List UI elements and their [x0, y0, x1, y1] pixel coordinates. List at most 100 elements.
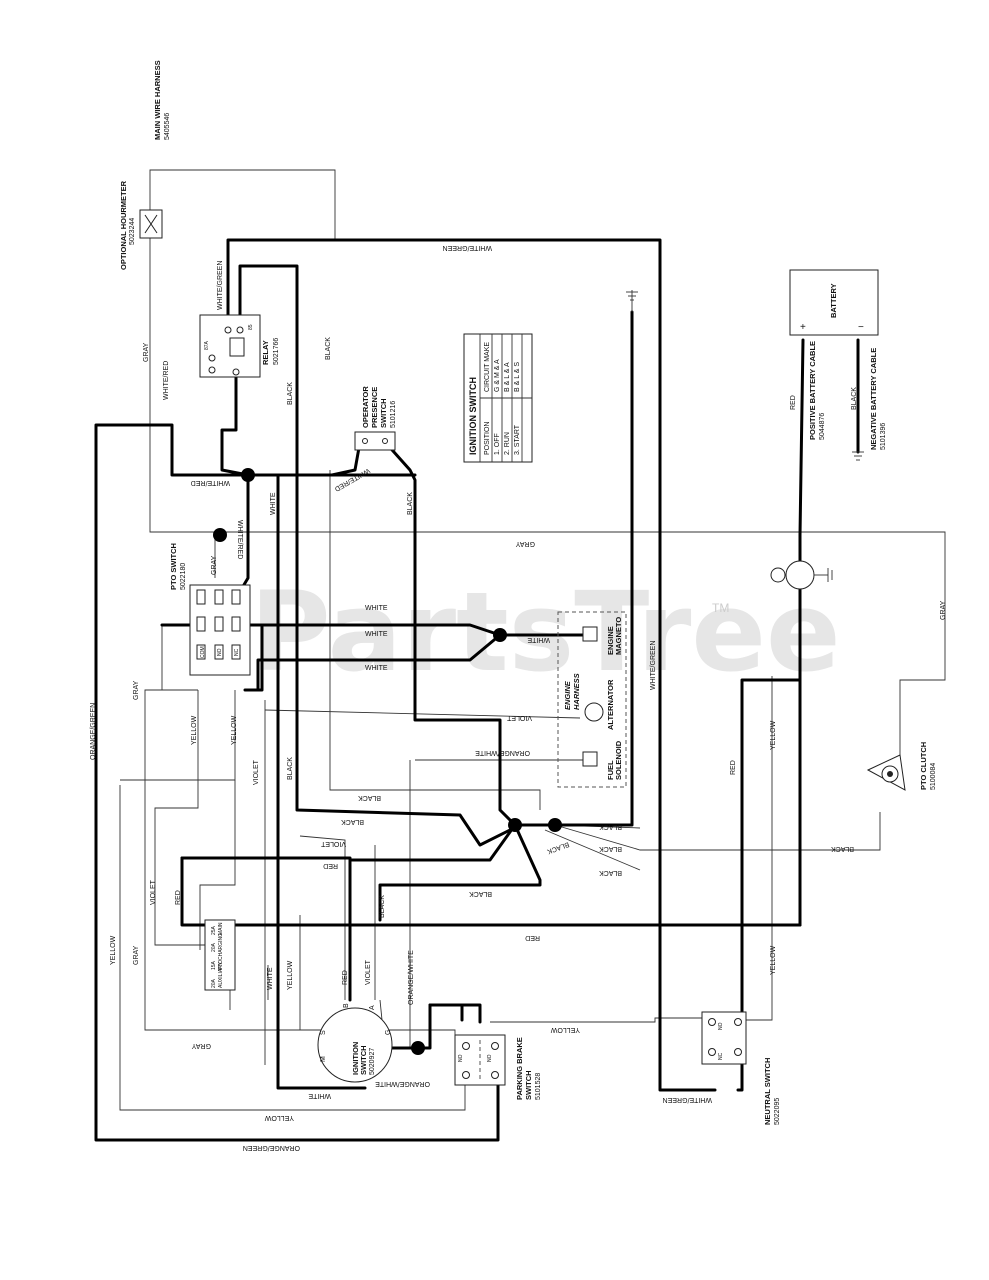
svg-text:BLACK: BLACK: [599, 845, 622, 852]
svg-text:NC: NC: [234, 648, 240, 656]
svg-text:B & L & S: B & L & S: [514, 362, 521, 392]
svg-text:YELLOW: YELLOW: [110, 935, 117, 965]
svg-text:VIOLET: VIOLET: [506, 714, 532, 721]
svg-text:YELLOW: YELLOW: [770, 945, 777, 975]
svg-text:CIRCUIT MAKE: CIRCUIT MAKE: [484, 342, 491, 392]
svg-text:G & M & A: G & M & A: [494, 359, 501, 392]
svg-text:ORANGE/WHITE: ORANGE/WHITE: [475, 749, 530, 756]
svg-text:BLACK: BLACK: [599, 823, 622, 830]
svg-text:RED: RED: [730, 760, 737, 775]
svg-text:IGNITION: IGNITION: [351, 1042, 360, 1075]
svg-text:WHITE: WHITE: [270, 492, 277, 515]
svg-text:5021766: 5021766: [273, 338, 280, 365]
svg-text:5020927: 5020927: [369, 1048, 376, 1075]
svg-text:SWITCH: SWITCH: [524, 1070, 533, 1100]
svg-text:VIOLET: VIOLET: [253, 759, 260, 785]
svg-text:5022180: 5022180: [180, 563, 187, 590]
ignition-table: IGNITION SWITCH POSITION CIRCUIT MAKE 1.…: [463, 333, 533, 463]
relay: RELAY 5021766 87A 85: [199, 314, 280, 378]
svg-text:PTO: PTO: [218, 960, 224, 970]
svg-text:G: G: [385, 1030, 392, 1035]
main-harness-label: MAIN WIRE HARNESS 5405546: [153, 60, 171, 140]
svg-text:WHITE: WHITE: [308, 1092, 331, 1099]
svg-text:NC: NC: [718, 1052, 724, 1060]
splice-black-2: [548, 818, 562, 832]
svg-text:WHITE: WHITE: [527, 636, 550, 643]
svg-text:YELLOW: YELLOW: [550, 1026, 580, 1033]
svg-text:AUXILIARY: AUXILIARY: [218, 961, 224, 988]
svg-text:WHITE/GREEN: WHITE/GREEN: [650, 641, 657, 690]
svg-text:15A: 15A: [211, 960, 217, 970]
svg-text:BATTERY: BATTERY: [829, 283, 838, 318]
svg-text:WHITE/GREEN: WHITE/GREEN: [217, 261, 224, 310]
svg-text:SWITCH: SWITCH: [379, 398, 388, 428]
svg-text:−: −: [858, 322, 864, 333]
svg-text:BLACK: BLACK: [546, 840, 570, 855]
svg-text:RED: RED: [342, 970, 349, 985]
svg-text:M: M: [320, 1056, 327, 1062]
svg-text:MAIN WIRE HARNESS: MAIN WIRE HARNESS: [153, 60, 162, 140]
svg-text:GRAY: GRAY: [133, 680, 140, 700]
svg-text:BLACK: BLACK: [287, 757, 294, 780]
svg-text:GRAY: GRAY: [515, 540, 535, 547]
svg-text:POSITION: POSITION: [484, 422, 491, 455]
svg-text:ORANGE/GREEN: ORANGE/GREEN: [243, 1144, 300, 1151]
svg-text:ORANGE/WHITE: ORANGE/WHITE: [408, 950, 415, 1005]
svg-text:COM: COM: [200, 646, 206, 658]
svg-text:IGNITION SWITCH: IGNITION SWITCH: [468, 377, 478, 455]
svg-text:VIOLET: VIOLET: [150, 879, 157, 905]
svg-text:MAIN: MAIN: [218, 922, 224, 935]
svg-text:ORANGE/WHITE: ORANGE/WHITE: [375, 1080, 430, 1087]
svg-text:5023244: 5023244: [129, 218, 136, 245]
svg-text:GRAY: GRAY: [191, 1042, 211, 1049]
svg-text:NO: NO: [718, 1022, 724, 1030]
svg-text:B & L & A: B & L & A: [504, 362, 511, 392]
wire-labels: WHITE/GREEN WHITE/GREEN GRAY WHITE/RED B…: [90, 244, 947, 1151]
svg-text:ORANGE/GREEN: ORANGE/GREEN: [90, 703, 97, 760]
svg-text:PARKING BRAKE: PARKING BRAKE: [515, 1037, 524, 1100]
starter-solenoid: [770, 560, 833, 590]
svg-text:WHITE/GREEN: WHITE/GREEN: [663, 1096, 712, 1103]
svg-text:1. OFF: 1. OFF: [494, 433, 501, 455]
svg-text:PRESENCE: PRESENCE: [370, 387, 379, 428]
svg-text:GRAY: GRAY: [143, 342, 150, 362]
svg-text:20A: 20A: [211, 942, 217, 952]
svg-text:3. START: 3. START: [514, 424, 521, 455]
svg-text:2. RUN: 2. RUN: [504, 432, 511, 455]
svg-text:5101528: 5101528: [535, 1073, 542, 1100]
svg-text:SOLENOID: SOLENOID: [614, 740, 623, 780]
svg-text:5022095: 5022095: [774, 1098, 781, 1125]
svg-text:NEGATIVE BATTERY CABLE: NEGATIVE BATTERY CABLE: [869, 348, 878, 450]
svg-text:87A: 87A: [204, 340, 210, 350]
svg-text:VIOLET: VIOLET: [320, 840, 346, 847]
fuel-solenoid: [582, 751, 598, 767]
parking-brake-switch: NO NO PARKING BRAKE SWITCH 5101528: [454, 1034, 542, 1100]
svg-text:85: 85: [248, 324, 254, 330]
svg-text:5405546: 5405546: [164, 113, 171, 140]
svg-text:YELLOW: YELLOW: [191, 715, 198, 745]
thin-wires: [119, 169, 946, 1111]
ignition-switch: IGNITION SWITCH 5020927 B A S M G: [317, 1003, 393, 1083]
svg-text:HARNESS: HARNESS: [572, 673, 581, 710]
svg-text:CHARGING: CHARGING: [218, 933, 224, 960]
svg-text:OPERATOR: OPERATOR: [361, 386, 370, 428]
svg-text:BLACK: BLACK: [831, 845, 854, 852]
svg-text:BLACK: BLACK: [325, 337, 332, 360]
fuse-block: 20A AUXILIARY 15A PTO 20A CHARGING 25A M…: [204, 919, 236, 991]
svg-text:MAGNETO: MAGNETO: [614, 617, 623, 655]
svg-text:ENGINE: ENGINE: [606, 626, 615, 655]
svg-text:GRAY: GRAY: [940, 600, 947, 620]
pto-switch: COM NO NC PTO SWITCH 5022180: [169, 543, 251, 676]
battery: + − BATTERY POSITIVE BATTERY CABLE 50448…: [789, 269, 887, 461]
svg-text:RELAY: RELAY: [261, 340, 270, 365]
svg-text:VIOLET: VIOLET: [365, 959, 372, 985]
svg-text:RED: RED: [790, 395, 797, 410]
svg-text:WHITE/GREEN: WHITE/GREEN: [443, 244, 492, 251]
svg-text:NO: NO: [487, 1054, 493, 1062]
svg-text:BLACK: BLACK: [599, 869, 622, 876]
svg-text:OPTIONAL HOURMETER: OPTIONAL HOURMETER: [119, 180, 128, 270]
splice-black-1: [508, 818, 522, 832]
svg-text:GRAY: GRAY: [211, 555, 218, 575]
svg-text:25A: 25A: [211, 925, 217, 935]
